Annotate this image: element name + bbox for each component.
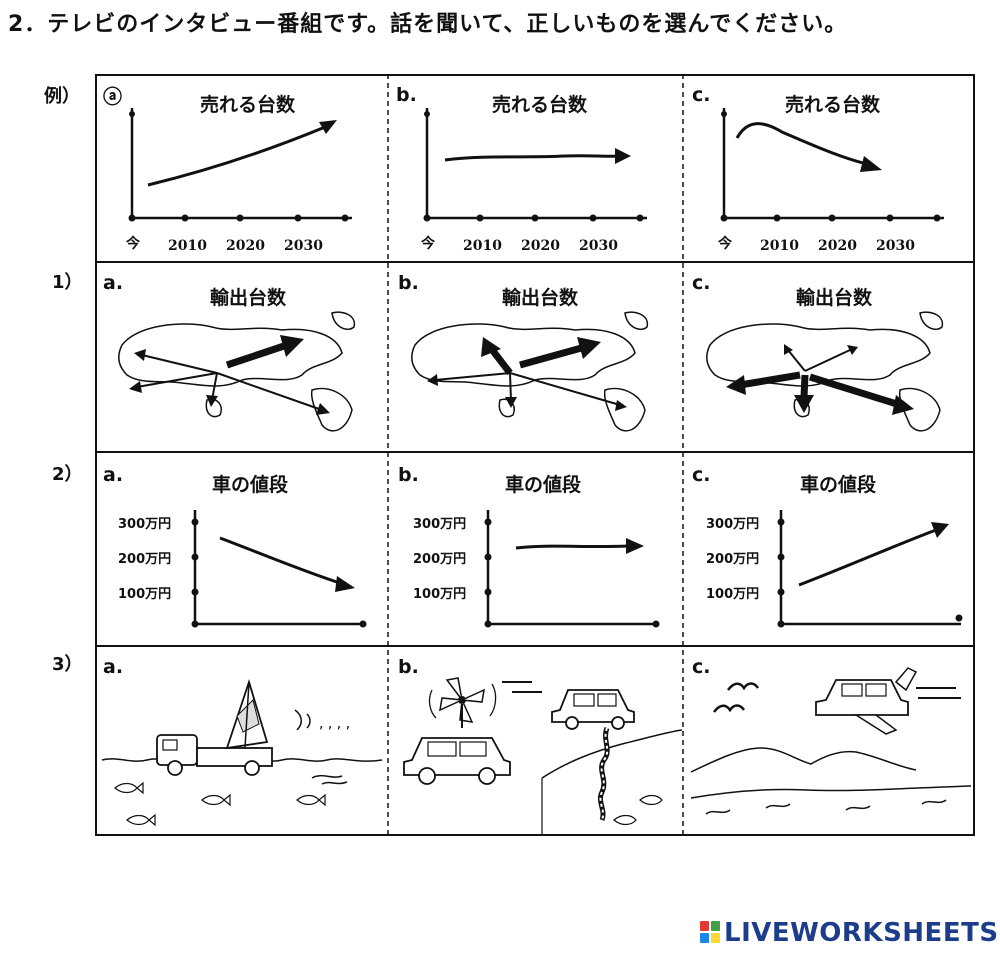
row2-c-title: 車の値段 <box>800 474 877 496</box>
row3-c-picture[interactable] <box>686 660 976 834</box>
example-c-xtick-2: 2020 <box>818 238 857 254</box>
example-a-xtick-1: 2010 <box>168 238 207 254</box>
row2-a-ytick-2: 100万円 <box>118 587 172 602</box>
row2-c-label[interactable]: c. <box>692 464 711 486</box>
row2-a-graph[interactable] <box>185 500 375 630</box>
row-label-example: 例） <box>44 86 80 107</box>
row1-b-title: 輸出台数 <box>502 287 579 309</box>
row1-b-map[interactable] <box>405 305 665 445</box>
example-b-xtick-3: 2030 <box>579 238 618 254</box>
row2-b-graph[interactable] <box>478 500 668 630</box>
row2-b-ytick-0: 300万円 <box>413 517 467 532</box>
example-b-xtick-2: 2020 <box>521 238 560 254</box>
example-b-xtick-1: 2010 <box>463 238 502 254</box>
example-c-xtick-1: 2010 <box>760 238 799 254</box>
page-title: 2．テレビのインタビュー番組です。話を聞いて、正しいものを選んでください。 <box>8 12 848 37</box>
liveworksheets-logo-icon <box>700 921 720 943</box>
example-a-title: 売れる台数 <box>200 94 296 116</box>
example-a-label[interactable]: ⓐ <box>103 86 123 108</box>
example-b-title: 売れる台数 <box>492 94 588 116</box>
example-a-xtick-3: 2030 <box>284 238 323 254</box>
row2-c-ytick-2: 100万円 <box>706 587 760 602</box>
row1-c-label[interactable]: c. <box>692 272 711 294</box>
row2-a-label[interactable]: a. <box>103 464 124 486</box>
row-label-2: 2） <box>52 464 83 485</box>
row1-b-label[interactable]: b. <box>398 272 419 294</box>
row3-c-label[interactable]: c. <box>692 656 711 678</box>
svg-text:, , , ,: , , , , <box>319 716 350 732</box>
row3-b-picture[interactable] <box>392 660 684 834</box>
row2-c-graph[interactable] <box>771 500 971 630</box>
example-b-xtick-0: 今 <box>421 236 435 252</box>
example-c-xtick-3: 2030 <box>876 238 915 254</box>
row2-b-ytick-1: 200万円 <box>413 552 467 567</box>
example-c-title: 売れる台数 <box>785 94 881 116</box>
row3-a-label[interactable]: a. <box>103 656 124 678</box>
row-label-3: 3） <box>52 654 83 675</box>
example-c-graph[interactable] <box>712 100 952 255</box>
liveworksheets-brand: LIVEWORKSHEETS <box>724 918 999 948</box>
row-label-1: 1） <box>52 272 83 293</box>
row2-c-ytick-1: 200万円 <box>706 552 760 567</box>
row1-c-map[interactable] <box>700 305 960 445</box>
row3-b-label[interactable]: b. <box>398 656 419 678</box>
example-b-label[interactable]: b. <box>396 84 417 106</box>
answer-grid <box>95 74 975 836</box>
example-b-graph[interactable] <box>415 100 655 255</box>
row1-c-title: 輸出台数 <box>796 287 873 309</box>
row3-a-picture[interactable]: , , , , <box>97 660 387 834</box>
row2-a-ytick-1: 200万円 <box>118 552 172 567</box>
example-c-xtick-0: 今 <box>718 236 732 252</box>
row2-b-label[interactable]: b. <box>398 464 419 486</box>
row2-b-ytick-2: 100万円 <box>413 587 467 602</box>
row2-c-ytick-0: 300万円 <box>706 517 760 532</box>
example-a-xtick-2: 2020 <box>226 238 265 254</box>
example-a-xtick-0: 今 <box>126 236 140 252</box>
row1-a-label[interactable]: a. <box>103 272 124 294</box>
row2-b-title: 車の値段 <box>505 474 582 496</box>
row2-a-title: 車の値段 <box>212 474 289 496</box>
row1-a-map[interactable] <box>112 305 372 445</box>
row1-a-title: 輸出台数 <box>210 287 287 309</box>
row2-a-ytick-0: 300万円 <box>118 517 172 532</box>
example-c-label[interactable]: c. <box>692 84 711 106</box>
example-a-graph[interactable] <box>120 100 360 255</box>
